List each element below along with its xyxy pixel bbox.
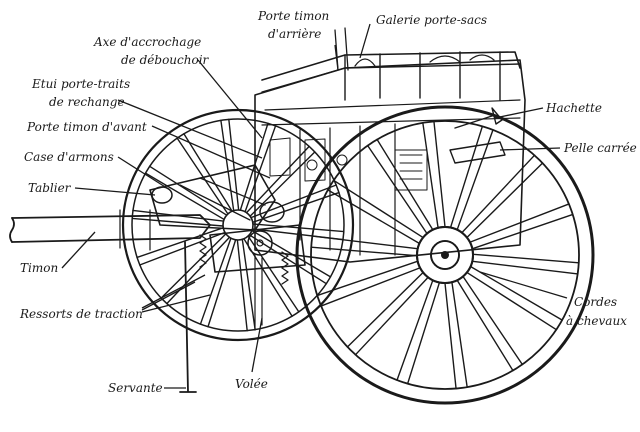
label-pelle-carree: Pelle carrée [563,141,637,155]
label-group: Porte timon d'arrière Galerie porte-sacs… [19,9,637,395]
front-carriage [149,164,306,273]
rear-wheel-spoke [160,233,231,305]
leader-lines [61,23,568,389]
label-axe-accrochage-line2: de débouchoir [121,53,210,67]
rear-wheel-spoke [199,237,237,328]
label-servante: Servante [108,381,163,395]
front-wheel-spoke [366,138,434,235]
label-timon: Timon [20,261,58,275]
pole [9,209,211,251]
front-wheel-spoke [444,281,468,390]
front-wheel-spoke [449,125,494,231]
front-wheel [295,105,595,405]
label-galerie-porte-sacs: Galerie porte-sacs [376,13,487,27]
rear-wheel-spoke [144,165,228,221]
traction-spring-left [199,234,207,268]
front-wheel-spoke [346,271,429,356]
label-case-armons: Case d'armons [24,150,114,164]
volee-chain [254,254,263,331]
sack-gallery [261,27,521,101]
label-porte-timon-arriere-line1: Porte timon [257,9,329,23]
front-wheel-spoke [456,275,524,372]
label-axe-accrochage-line1: Axe d'accrochage [93,35,201,49]
label-etui-porte-traits-line1: Etui porte-traits [31,77,130,91]
limber-drawing [9,27,595,405]
traction-spring-right [281,251,289,285]
front-wheel-spoke [466,265,563,331]
label-ressorts-traction: Ressorts de traction [19,307,143,321]
label-hachette: Hachette [545,101,602,115]
label-tablier: Tablier [28,181,72,195]
front-wheel-spoke [469,203,574,250]
front-wheel-spoke [316,260,421,307]
rear-wheel-spoke [176,133,233,215]
front-wheel-spoke [461,154,544,239]
servante-prop [179,241,197,393]
label-volee: Volée [235,377,268,391]
square-shovel [449,141,506,164]
label-cordes-chevaux-line1: Cordes [574,295,617,309]
rear-wheel-spoke [236,238,256,332]
label-etui-porte-traits-line2: de rechange [49,95,125,109]
label-porte-timon-avant: Porte timon d'avant [26,120,147,134]
rear-wheel [121,108,355,342]
front-wheel-spoke [471,253,580,275]
label-cordes-chevaux-line2: à chevaux [566,314,627,328]
rear-wheel-spoke [220,118,240,212]
front-wheel-spoke [422,120,446,229]
front-wheel-spoke [327,179,424,245]
front-wheel-spoke [310,235,419,257]
front-wheel-spoke [396,279,441,385]
label-porte-timon-arriere-line2: d'arrière [268,27,321,41]
